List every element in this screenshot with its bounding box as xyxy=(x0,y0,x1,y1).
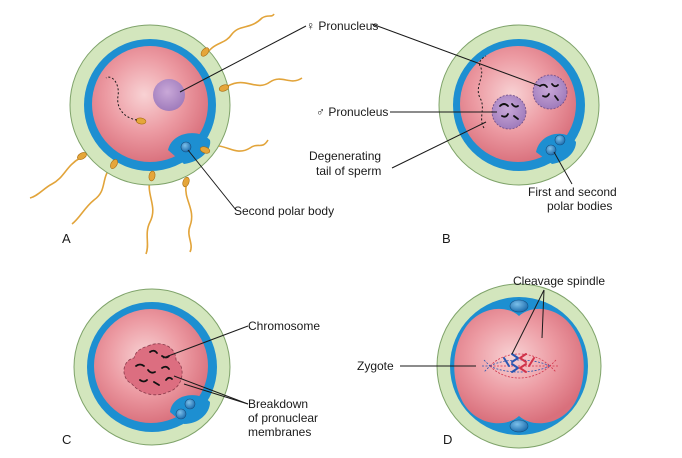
chromosome xyxy=(528,357,535,367)
male-pronucleus xyxy=(492,95,526,129)
sperm-tail xyxy=(29,157,81,199)
polar-body-top xyxy=(509,299,529,313)
chromosome xyxy=(135,363,145,367)
panel-a: ♀ Pronucleus Second polar body A xyxy=(29,13,378,255)
chromosome xyxy=(165,376,173,381)
chromosome xyxy=(511,353,520,363)
panel-d: Cleavage spindle Zygote D xyxy=(357,274,605,449)
label-degenerating-tail-2: tail of sperm xyxy=(316,164,381,178)
sperm-head xyxy=(200,47,210,57)
spindle-chromosomes xyxy=(503,353,535,373)
female-pronucleus xyxy=(153,79,185,111)
chromosome xyxy=(149,349,158,354)
chromosome xyxy=(147,369,156,374)
panel-c: Chromosome Breakdown of pronuclear membr… xyxy=(62,288,320,447)
chromosome xyxy=(518,363,527,373)
chromosome xyxy=(511,363,520,373)
leader-line xyxy=(187,149,237,211)
label-male-pronucleus: ♂ Pronucleus xyxy=(316,105,388,119)
leader-line xyxy=(511,289,545,355)
chromosome xyxy=(511,103,519,108)
label-female-pronucleus: ♀ Pronucleus xyxy=(306,19,378,33)
sperm-tail xyxy=(71,165,113,225)
sperm-tail xyxy=(145,177,154,255)
leader-line xyxy=(173,375,249,405)
leader-line xyxy=(391,121,487,169)
sperm-head xyxy=(77,152,87,160)
second-polar-body xyxy=(554,134,566,146)
sperm-head xyxy=(182,176,190,188)
first-polar-body xyxy=(545,144,557,156)
panel-letter-d: D xyxy=(443,432,452,447)
panel-b: ♂ Pronucleus Degenerating tail of sperm … xyxy=(309,23,617,246)
chromosomes xyxy=(135,349,173,386)
chromosome xyxy=(503,357,510,367)
sperm-group xyxy=(29,13,303,255)
spindle-fiber xyxy=(489,365,551,373)
label-zygote: Zygote xyxy=(357,359,394,373)
chromosome xyxy=(501,113,509,118)
label-breakdown-1: Breakdown xyxy=(248,397,308,411)
label-chromosome: Chromosome xyxy=(248,319,320,333)
chromosome xyxy=(542,93,550,98)
second-polar-body xyxy=(184,398,196,410)
cleavage-spindle xyxy=(482,353,558,379)
chromosome xyxy=(513,115,519,120)
label-polar-bodies-1: First and second xyxy=(528,185,617,199)
chromosome xyxy=(139,379,148,383)
second-polar-body xyxy=(180,141,192,153)
spindle-fiber xyxy=(489,359,551,367)
label-degenerating-tail-1: Degenerating xyxy=(309,149,381,163)
sperm-head xyxy=(148,170,156,182)
chromosome xyxy=(499,103,509,107)
aster xyxy=(549,359,558,373)
spindle-fiber xyxy=(489,353,551,367)
first-polar-body xyxy=(175,408,187,420)
sperm-tail xyxy=(203,13,275,59)
leader-line xyxy=(179,25,307,93)
sperm-tail xyxy=(185,185,193,253)
label-second-polar-body: Second polar body xyxy=(234,204,334,218)
leader-line xyxy=(553,151,573,185)
chromosome xyxy=(551,83,559,88)
female-pronucleus-outline xyxy=(532,74,568,110)
chromosome xyxy=(153,381,160,386)
sperm-head xyxy=(199,146,211,154)
leader-line xyxy=(183,383,249,405)
label-polar-bodies-2: polar bodies xyxy=(547,199,612,213)
chromosomes xyxy=(499,83,559,120)
label-breakdown-2: of pronuclear xyxy=(248,411,318,425)
leader-line xyxy=(371,23,541,87)
chromosome xyxy=(161,365,170,370)
leader-line xyxy=(541,289,545,339)
sperm-head xyxy=(218,84,230,92)
leader-line xyxy=(162,325,249,359)
sperm-head xyxy=(110,159,118,169)
panel-letter-c: C xyxy=(62,432,71,447)
panel-letter-a: A xyxy=(62,231,71,246)
chromosome xyxy=(554,95,559,101)
polar-body-bottom xyxy=(509,419,529,433)
sperm-tail xyxy=(227,77,303,87)
label-breakdown-3: membranes xyxy=(248,425,311,439)
label-cleavage-spindle: Cleavage spindle xyxy=(513,274,605,288)
aster xyxy=(482,359,491,373)
panel-letter-b: B xyxy=(442,231,451,246)
degenerating-tail xyxy=(477,55,487,129)
chromosome xyxy=(539,83,548,88)
sperm-tail xyxy=(207,139,269,152)
chromosome xyxy=(518,353,527,363)
egg-cytoplasm xyxy=(92,46,208,162)
spindle-fiber xyxy=(489,365,551,379)
